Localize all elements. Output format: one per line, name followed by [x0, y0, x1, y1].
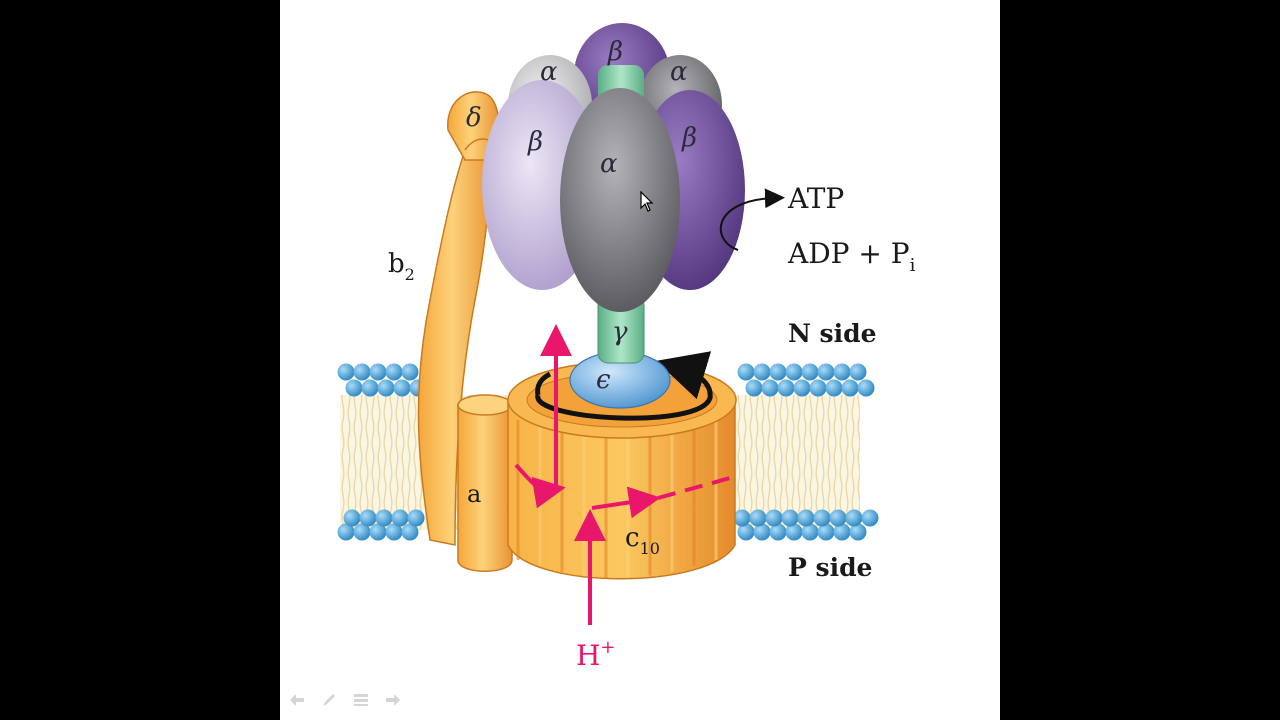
- lipid-head: [833, 363, 851, 381]
- lipid-head: [407, 509, 425, 527]
- label-beta-left: β: [527, 127, 543, 157]
- lipid-head: [785, 363, 803, 381]
- lipid-head: [801, 363, 819, 381]
- label-a: a: [467, 480, 481, 508]
- label-adp-pi: ADP + Pi: [787, 237, 916, 276]
- lipid-head: [849, 363, 867, 381]
- label-h-plus: H+: [576, 637, 616, 672]
- lipid-head: [361, 379, 379, 397]
- back-arrow-icon[interactable]: [288, 691, 306, 709]
- lipid-head: [777, 379, 795, 397]
- lipid-head: [857, 379, 875, 397]
- label-alpha-center: α: [600, 149, 618, 179]
- lipid-head: [753, 523, 771, 541]
- lipid-head: [761, 379, 779, 397]
- lipid-head: [401, 363, 419, 381]
- lipid-head: [391, 509, 409, 527]
- lipid-head: [337, 363, 355, 381]
- lipid-head: [353, 523, 371, 541]
- lipid-head: [733, 509, 751, 527]
- proton-path: [514, 324, 731, 625]
- label-c10: c10: [625, 523, 660, 558]
- lipid-head: [817, 363, 835, 381]
- lipid-head: [749, 509, 767, 527]
- slide: δ α β α β α β γ ϵ b2 a c10 ATP ADP + Pi …: [280, 0, 1000, 720]
- atp-reaction-arrow: [719, 188, 785, 251]
- lipid-head: [385, 363, 403, 381]
- lipid-head: [833, 523, 851, 541]
- label-alpha-top-right: α: [670, 57, 688, 87]
- lipid-head: [737, 523, 755, 541]
- lipid-head: [345, 379, 363, 397]
- atp-synthase-diagram: δ α β α β α β γ ϵ b2 a c10 ATP ADP + Pi …: [337, 23, 916, 672]
- label-alpha-top-left: α: [540, 57, 558, 87]
- lipid-head: [849, 523, 867, 541]
- lipid-head: [793, 379, 811, 397]
- forward-arrow-icon[interactable]: [384, 691, 402, 709]
- slide-controls: [288, 690, 402, 710]
- pen-icon[interactable]: [320, 691, 338, 709]
- labels: δ α β α β α β γ ϵ b2 a c10 ATP ADP + Pi …: [388, 37, 916, 672]
- lipid-head: [809, 379, 827, 397]
- lipid-head: [813, 509, 831, 527]
- lipid-head: [375, 509, 393, 527]
- lipid-head: [817, 523, 835, 541]
- lipid-head: [797, 509, 815, 527]
- lipid-head: [385, 523, 403, 541]
- label-n-side: N side: [788, 319, 877, 348]
- label-atp: ATP: [787, 182, 844, 215]
- lipid-head: [769, 363, 787, 381]
- label-b2: b2: [388, 249, 415, 284]
- f1-head: [482, 23, 745, 312]
- a-subunit: [457, 394, 513, 572]
- lipid-head: [369, 363, 387, 381]
- lipid-head: [359, 509, 377, 527]
- lipid-head: [769, 523, 787, 541]
- lipid-head: [343, 509, 361, 527]
- label-p-side: P side: [788, 553, 872, 582]
- lipid-head: [393, 379, 411, 397]
- lipid-head: [753, 363, 771, 381]
- label-epsilon: ϵ: [596, 365, 611, 395]
- lipid-head: [745, 379, 763, 397]
- label-gamma: γ: [612, 317, 628, 347]
- lipid-head: [353, 363, 371, 381]
- lipid-head: [337, 523, 355, 541]
- lipid-head: [785, 523, 803, 541]
- label-delta: δ: [466, 103, 482, 133]
- lipid-head: [737, 363, 755, 381]
- lipid-head: [841, 379, 859, 397]
- lipid-heads: [337, 363, 879, 541]
- lipid-head: [829, 509, 847, 527]
- label-beta-right: β: [681, 123, 697, 153]
- lipid-head: [765, 509, 783, 527]
- lipid-head: [781, 509, 799, 527]
- mouse-pointer-icon: [640, 191, 654, 212]
- lipid-head: [801, 523, 819, 541]
- lipid-head: [845, 509, 863, 527]
- label-beta-top: β: [607, 37, 623, 67]
- lipid-head: [401, 523, 419, 541]
- menu-icon[interactable]: [352, 691, 370, 709]
- lipid-head: [825, 379, 843, 397]
- lipid-head: [369, 523, 387, 541]
- lipid-head: [377, 379, 395, 397]
- lipid-head: [861, 509, 879, 527]
